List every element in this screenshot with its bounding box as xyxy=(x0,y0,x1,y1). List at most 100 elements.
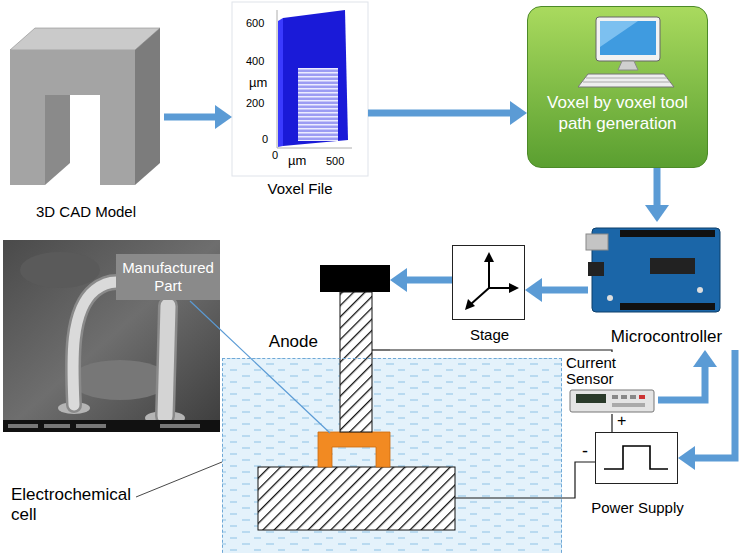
multimeter xyxy=(612,395,618,399)
process-box xyxy=(586,78,667,79)
microcontroller-board xyxy=(588,262,604,276)
multimeter xyxy=(639,395,645,399)
leader-line xyxy=(190,301,330,433)
axis-tick: 400 xyxy=(246,56,264,67)
node-text: Voxel File xyxy=(232,180,368,197)
electrochemical-cell-figure xyxy=(318,432,390,467)
wire xyxy=(372,349,390,350)
arrow-head xyxy=(390,268,407,292)
microcontroller: Microcontroller xyxy=(588,222,745,350)
polarity-sign: - xyxy=(582,442,588,460)
wire-line xyxy=(390,350,612,352)
callout-box: Manufactured Part xyxy=(116,254,220,300)
leader-line xyxy=(136,462,222,497)
stage-box xyxy=(484,252,494,262)
microcontroller-board xyxy=(697,287,703,293)
microcontroller-board xyxy=(650,258,695,274)
sem-image xyxy=(3,240,220,432)
cad-model: 3D CAD Model xyxy=(8,26,164,188)
sem-image xyxy=(20,252,100,288)
electrochemical-cell: Electrochemical cell xyxy=(222,358,562,553)
axis-unit: µm xyxy=(249,76,267,89)
wire xyxy=(455,497,562,498)
flow-arrow xyxy=(164,105,232,129)
arrow-head xyxy=(510,101,527,125)
cad-model-figure xyxy=(135,28,160,185)
arrow-shaft xyxy=(654,168,661,205)
voxel-plot-figure xyxy=(277,10,278,148)
axis-tick: 500 xyxy=(326,156,344,167)
cad-model-figure xyxy=(10,50,135,185)
anode-electrode xyxy=(320,265,390,432)
arrow-shaft xyxy=(695,350,735,458)
voxel-plot-figure xyxy=(232,2,368,176)
sem-image xyxy=(73,282,140,405)
flow-arrow xyxy=(525,278,588,302)
flow-arrow xyxy=(368,101,527,125)
arrow-shaft xyxy=(407,277,452,284)
cad-model-figure xyxy=(10,28,160,50)
multimeter xyxy=(570,390,654,412)
process-box xyxy=(578,74,674,87)
power-supply: Power Supply xyxy=(595,432,678,484)
sem-image xyxy=(3,420,220,432)
voxel-plot-figure xyxy=(278,18,283,147)
arrow-shaft xyxy=(164,114,215,121)
electrochemical-cell-figure xyxy=(258,467,455,530)
sem-image xyxy=(165,306,168,416)
arrow-shaft xyxy=(368,110,510,117)
microcontroller-board xyxy=(592,228,720,312)
node-text: Current Sensor xyxy=(566,355,658,387)
flow-arrow xyxy=(645,168,669,222)
stage-box xyxy=(465,299,475,310)
sem-image xyxy=(44,424,70,428)
wire xyxy=(612,414,613,432)
sem-image xyxy=(70,360,170,400)
current-sensor: Current Sensor xyxy=(566,352,658,414)
flow-arrow xyxy=(390,268,452,292)
power-supply xyxy=(596,433,676,482)
arrow-shaft xyxy=(542,287,588,294)
node-text: Stage xyxy=(443,326,536,343)
axis-unit: µm xyxy=(288,154,306,167)
sem-image xyxy=(165,306,168,416)
node-text: Voxel by voxel tool path generation xyxy=(536,93,699,134)
flow-arrow xyxy=(658,350,717,400)
microcontroller-board xyxy=(586,228,720,312)
arrow-shaft xyxy=(658,367,705,400)
node-text: Anode xyxy=(264,332,318,352)
power-supply xyxy=(604,446,668,469)
axis-tick: 0 xyxy=(272,150,278,161)
arrow-head xyxy=(678,446,695,470)
anode: Anode xyxy=(320,265,390,432)
process-box xyxy=(618,61,638,70)
wire xyxy=(372,350,562,498)
axis-tick: 0 xyxy=(262,134,268,145)
axis-tick: 200 xyxy=(246,98,264,109)
axis-tick: 600 xyxy=(246,18,264,29)
voxel-plot-figure xyxy=(277,148,352,149)
wire xyxy=(562,462,595,498)
wire-line xyxy=(562,462,595,498)
wire-line xyxy=(611,414,612,432)
flow-arrow xyxy=(678,350,735,470)
sem-image xyxy=(76,424,106,428)
process-box xyxy=(583,82,670,83)
electrochemical-cell-figure xyxy=(222,358,562,553)
node-text: Electrochemical cell xyxy=(11,485,151,526)
arrow-head xyxy=(525,278,542,302)
stage-box: Stage xyxy=(452,245,525,320)
sem-image xyxy=(73,282,140,405)
microcontroller-board xyxy=(607,295,613,301)
multimeter xyxy=(576,394,606,403)
process-box xyxy=(600,21,656,55)
arrow-head xyxy=(215,105,232,129)
microcontroller-board xyxy=(620,303,715,310)
multimeter xyxy=(630,395,636,399)
anode-electrode xyxy=(340,292,372,432)
multimeter xyxy=(570,390,654,412)
polarity-sign: + xyxy=(617,413,626,429)
microcontroller-board xyxy=(620,230,715,237)
